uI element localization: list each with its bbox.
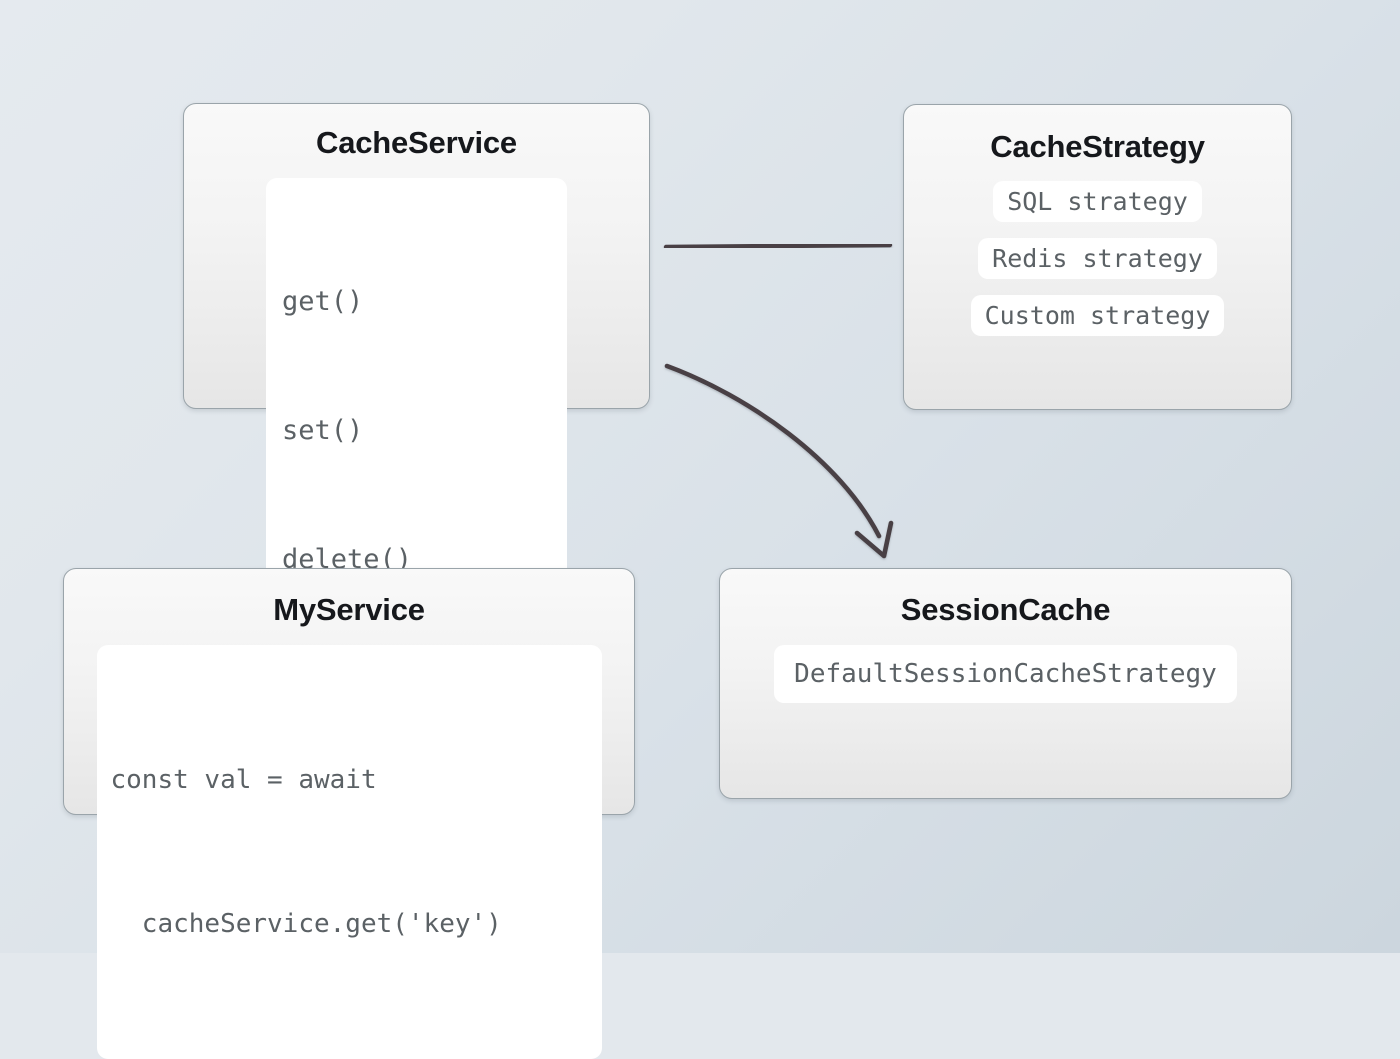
cache-strategy-chip-list: SQL strategy Redis strategy Custom strat… [970,181,1225,336]
method-item: get() [282,286,364,317]
node-session-cache[interactable]: SessionCache DefaultSessionCacheStrategy [719,568,1292,799]
code-line: const val = await [110,765,377,795]
connector-cacheservice-cachestrategy [663,242,893,250]
node-cache-strategy[interactable]: CacheStrategy SQL strategy Redis strateg… [903,104,1292,410]
node-my-service[interactable]: MyService const val = await cacheService… [63,568,635,1059]
connector-cacheservice-sessioncache [664,363,894,559]
node-title-my-service: MyService [273,592,425,627]
code-line: cacheService.get('key') [110,909,502,939]
session-cache-strategy-chip[interactable]: DefaultSessionCacheStrategy [774,645,1237,703]
strategy-chip-custom[interactable]: Custom strategy [970,295,1225,336]
strategy-chip-sql[interactable]: SQL strategy [993,181,1202,222]
node-cache-service[interactable]: CacheService get() set() delete() invali… [183,103,650,810]
my-service-code-block: const val = await cacheService.get('key'… [96,645,602,1059]
strategy-chip-redis[interactable]: Redis strategy [978,238,1217,279]
node-title-cache-service: CacheService [316,125,517,160]
node-title-cache-strategy: CacheStrategy [990,129,1205,164]
method-item: set() [282,415,364,446]
node-title-session-cache: SessionCache [900,592,1111,627]
